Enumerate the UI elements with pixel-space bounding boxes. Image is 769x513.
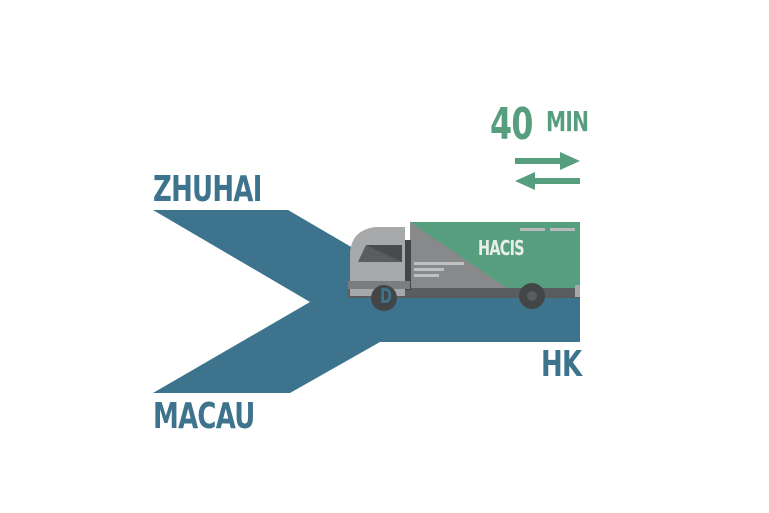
travel-time-unit: MIN — [546, 105, 589, 138]
two-way-arrows-icon — [515, 152, 580, 190]
truck-illustration — [348, 222, 580, 311]
label-hk: HK — [541, 344, 582, 385]
label-macau: MACAU — [153, 396, 255, 437]
label-zhuhai: ZHUHAI — [153, 169, 262, 210]
truck-brand: HACIS — [478, 236, 525, 260]
cab-logo: D — [380, 284, 392, 308]
travel-time-value: 40 — [490, 99, 533, 150]
